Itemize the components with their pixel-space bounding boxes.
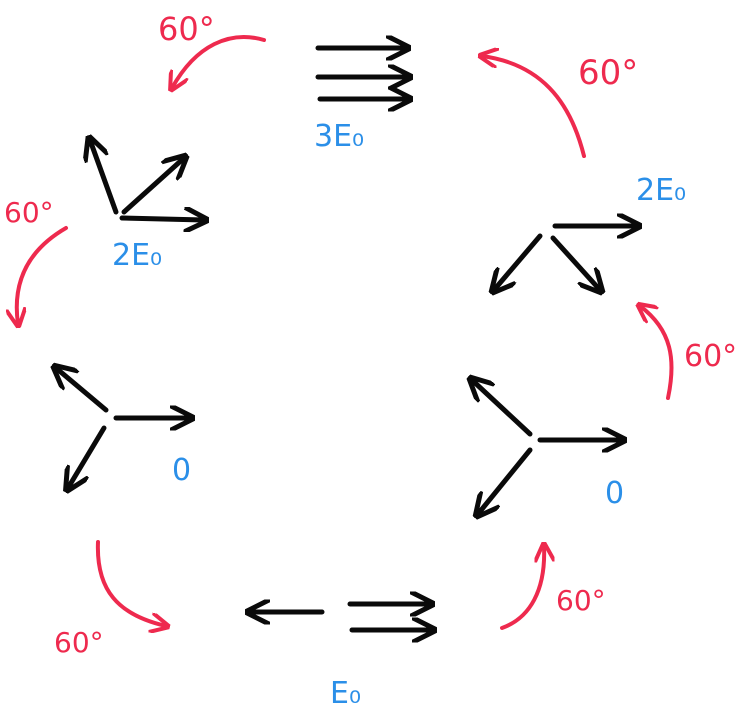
- rotation-arrow: [95, 540, 166, 626]
- rotation-step-top-left: 60°: [158, 10, 266, 88]
- state-right: 0: [472, 380, 624, 514]
- rotation-label: 60°: [54, 626, 104, 659]
- rotation-arrow: [172, 35, 266, 88]
- rotation-arrow: [482, 56, 586, 158]
- vector-arrow: [550, 235, 600, 290]
- rotation-step-bottom-left: 60°: [54, 540, 166, 659]
- vector-arrow: [121, 158, 184, 215]
- vector-arrow: [56, 368, 109, 413]
- rotation-step-left: 60°: [4, 196, 68, 324]
- rotation-arrow: [640, 306, 674, 400]
- rotation-label: 60°: [158, 10, 215, 48]
- vector-arrow: [68, 425, 107, 488]
- field-label-left: 0: [172, 453, 191, 488]
- state-upper-right: 2E₀: [494, 173, 686, 290]
- rotation-arrow: [17, 226, 68, 324]
- rotation-label: 60°: [4, 196, 54, 229]
- rotation-label: 60°: [556, 584, 606, 617]
- field-label-top: 3E₀: [314, 119, 364, 154]
- rotation-step-bottom-right: 60°: [500, 546, 606, 630]
- rotation-step-right: 60°: [640, 306, 737, 400]
- state-bottom: E₀: [250, 604, 432, 711]
- vector-arrow: [494, 233, 543, 290]
- vector-arrow: [119, 218, 204, 220]
- rotation-step-top-right: 60°: [482, 53, 638, 158]
- field-label-upper-left: 2E₀: [112, 238, 162, 273]
- field-label-upper-right: 2E₀: [636, 173, 686, 208]
- state-left: 0: [56, 368, 191, 488]
- field-label-right: 0: [605, 476, 624, 511]
- vector-arrow: [90, 140, 119, 215]
- state-upper-left: 2E₀: [90, 140, 204, 273]
- vector-arrow: [478, 447, 533, 514]
- state-top: 3E₀: [314, 48, 408, 154]
- vector-arrow: [472, 380, 533, 437]
- rotation-arrow: [500, 546, 544, 630]
- rotation-label: 60°: [578, 53, 638, 93]
- rotation-label: 60°: [684, 339, 737, 374]
- field-label-bottom: E₀: [330, 676, 361, 711]
